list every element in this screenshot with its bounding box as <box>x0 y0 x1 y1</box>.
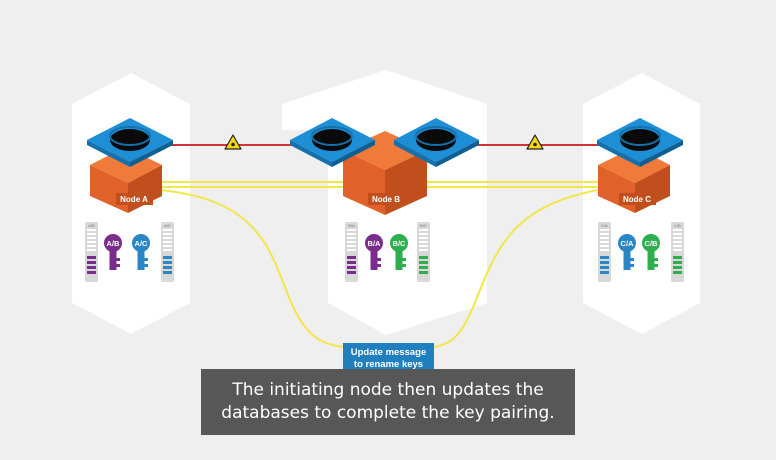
node-a-database-ab-label: A/B <box>88 223 95 228</box>
node-a-key-ac-label: A/C <box>135 239 149 248</box>
node-a-label-plate <box>116 193 153 205</box>
node-c-database-ca-label: C/A <box>601 223 608 228</box>
node-c-database-cb: C/B <box>671 222 684 282</box>
node-c-label: Node C <box>623 195 651 204</box>
node-a: Node A A/B A/B A/C A/C <box>85 118 174 282</box>
node-b-key-ba-label: B/A <box>368 239 382 248</box>
node-b-label: Node B <box>372 195 400 204</box>
node-b-database-bc-label: B/C <box>420 223 427 228</box>
node-c-detector-plate <box>597 118 683 167</box>
caption-subtitle: The initiating node then updates the dat… <box>201 369 575 435</box>
node-c: Node C C/A C/A C/B C/B <box>597 118 684 282</box>
node-b-detector-plate-left <box>290 118 375 167</box>
update-message-box: Update message to rename keys <box>343 343 434 370</box>
laser-warning-icon <box>526 134 544 150</box>
classical-links <box>159 181 599 348</box>
caption-line-1: The initiating node then updates the <box>232 380 544 400</box>
node-c-key-ca-label: C/A <box>621 239 635 248</box>
node-a-database-ac: A/C <box>161 222 174 282</box>
node-a-database-ac-label: A/C <box>164 223 171 228</box>
node-a-detector-plate <box>87 118 173 167</box>
caption-line-2: databases to complete the key pairing. <box>221 403 555 423</box>
node-b-database-ba-label: B/A <box>348 223 355 228</box>
node-b-label-plate <box>368 193 405 205</box>
node-a-database-ab: A/B <box>85 222 98 282</box>
message-curve-right <box>431 189 599 348</box>
laser-warning-icon <box>224 134 242 150</box>
node-c-key-cb-label: C/B <box>645 239 659 248</box>
node-b: Node B B/A B/A B/C B/C <box>290 118 479 282</box>
node-b-database-bc: B/C <box>417 222 430 282</box>
node-a-key-ab-label: A/B <box>107 239 121 248</box>
node-a-label: Node A <box>120 195 148 204</box>
update-message-line1: Update message <box>351 347 427 358</box>
node-c-label-plate <box>619 193 656 205</box>
node-b-database-ba: B/A <box>345 222 358 282</box>
node-b-key-bc-label: B/C <box>393 239 407 248</box>
node-c-database-ca: C/A <box>598 222 611 282</box>
update-message-line2: to rename keys <box>354 359 423 370</box>
message-curve-left <box>159 189 346 348</box>
node-c-database-cb-label: C/B <box>674 223 681 228</box>
node-b-detector-plate-right <box>394 118 479 167</box>
hex-panel-node-b-top <box>282 70 487 130</box>
